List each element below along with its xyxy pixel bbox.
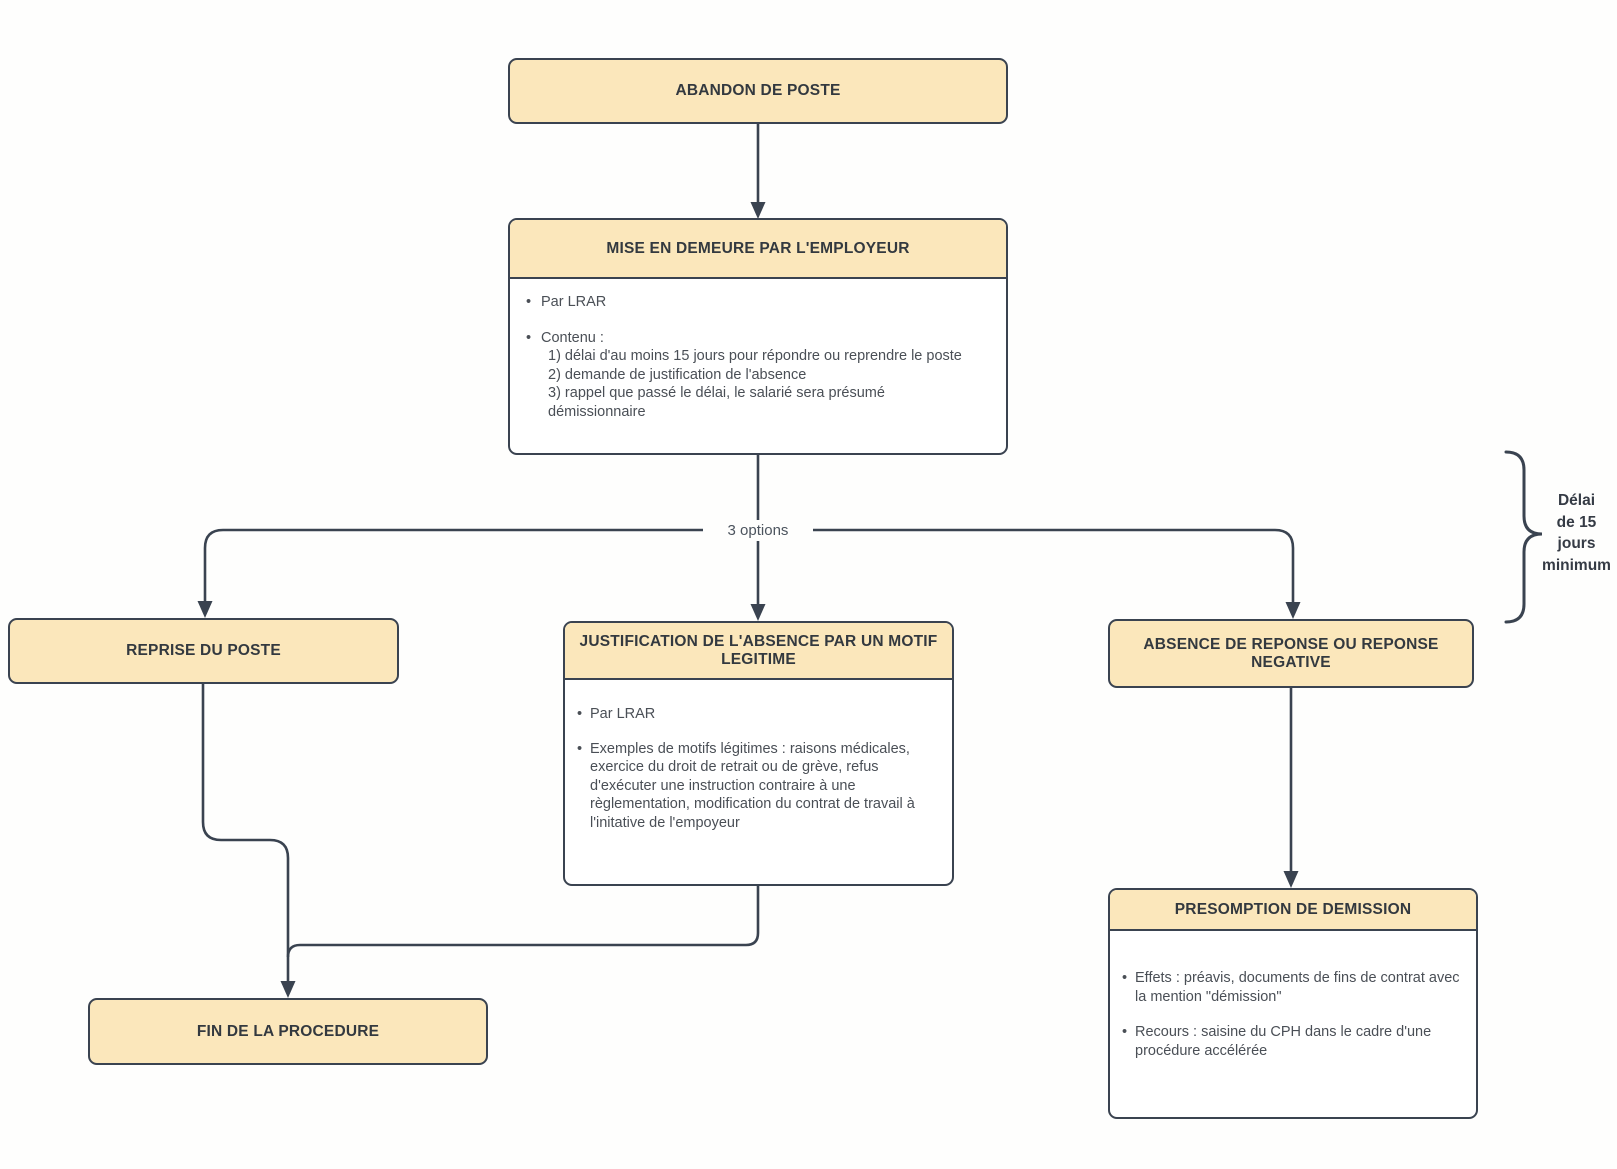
bullet-item: • Contenu : (526, 329, 990, 348)
connector-options-branch (203, 528, 1295, 604)
sub-item: 2) demande de justification de l'absence (548, 366, 807, 383)
bullet-text: Par LRAR (590, 706, 656, 722)
node-body: • Effets : préavis, documents de fins de… (1110, 931, 1476, 1060)
node-fin-de-la-procedure: FIN DE LA PROCEDURE (88, 998, 488, 1065)
brace-label-line: Délai (1557, 492, 1596, 509)
arrowhead-into-mise (750, 202, 766, 219)
bullet-marker: • (577, 706, 583, 722)
arrowhead-into-fin (280, 981, 296, 998)
node-title: JUSTIFICATION DE L'ABSENCE PAR UN MOTIF … (579, 632, 938, 668)
brace-delai (1504, 450, 1543, 624)
bullet-marker: • (1122, 970, 1128, 986)
bullet-item: • Par LRAR (577, 705, 938, 724)
node-title: FIN DE LA PROCEDURE (196, 1022, 380, 1040)
node-body: • Par LRAR • Contenu : 1) délai d'au moi… (510, 279, 1006, 421)
bullet-item: • Par LRAR (526, 293, 990, 312)
node-title: PRESOMPTION DE DEMISSION (1174, 900, 1412, 918)
branch-label-3-options: 3 options (703, 520, 813, 541)
node-body: • Par LRAR • Exemples de motifs légitime… (565, 680, 952, 832)
node-absence-de-reponse: ABSENCE DE REPONSE OU REPONSE NEGATIVE (1108, 619, 1474, 688)
arrowhead-into-absence (1285, 602, 1301, 619)
bullet-marker: • (526, 329, 532, 346)
brace-label-line: jours (1557, 535, 1596, 552)
node-reprise-du-poste: REPRISE DU POSTE (8, 618, 399, 684)
connector-reprise-to-fin (201, 684, 290, 983)
bullet-item: • Effets : préavis, documents de fins de… (1122, 969, 1462, 1006)
node-mise-en-demeure: MISE EN DEMEURE PAR L'EMPLOYEUR • Par LR… (508, 218, 1008, 455)
bullet-item: • Exemples de motifs légitimes : raisons… (577, 740, 938, 833)
node-header: PRESOMPTION DE DEMISSION (1110, 890, 1476, 931)
node-presomption-demission: PRESOMPTION DE DEMISSION • Effets : préa… (1108, 888, 1478, 1119)
node-header: MISE EN DEMEURE PAR L'EMPLOYEUR (510, 220, 1006, 279)
bullet-item: • Recours : saisine du CPH dans le cadre… (1122, 1023, 1462, 1060)
brace-label-line: de 15 (1556, 513, 1597, 531)
bullet-text: Par LRAR (541, 294, 607, 310)
node-title: ABSENCE DE REPONSE OU REPONSE NEGATIVE (1143, 635, 1439, 671)
bullet-marker: • (1122, 1024, 1128, 1040)
bullet-text: Exemples de motifs légitimes : raisons m… (590, 740, 915, 831)
bullet-text: Effets : préavis, documents de fins de c… (1135, 970, 1460, 1005)
arrowhead-into-reprise (197, 601, 213, 618)
node-title: ABANDON DE POSTE (675, 82, 841, 99)
bullet-text: Recours : saisine du CPH dans le cadre d… (1135, 1024, 1432, 1059)
bullet-marker: • (526, 294, 532, 310)
bullet-text: Contenu : (541, 329, 604, 346)
node-abandon-de-poste: ABANDON DE POSTE (508, 58, 1008, 124)
node-header: JUSTIFICATION DE L'ABSENCE PAR UN MOTIF … (565, 623, 952, 680)
sub-item: 1) délai d'au moins 15 jours pour répond… (548, 348, 962, 364)
brace-label-delai: Délai de 15 jours minimum (1536, 490, 1617, 576)
arrowhead-into-justification (750, 604, 766, 621)
node-title: REPRISE DU POSTE (126, 642, 281, 659)
node-title: MISE EN DEMEURE PAR L'EMPLOYEUR (606, 239, 910, 257)
sub-item: 3) rappel que passé le délai, le salarié… (548, 385, 885, 420)
bullet-marker: • (577, 740, 583, 757)
brace-label-line: minimum (1542, 556, 1611, 574)
node-justification-absence: JUSTIFICATION DE L'ABSENCE PAR UN MOTIF … (563, 621, 954, 886)
connector-justification-to-fin (286, 886, 760, 958)
arrowhead-into-presomption (1283, 871, 1299, 888)
